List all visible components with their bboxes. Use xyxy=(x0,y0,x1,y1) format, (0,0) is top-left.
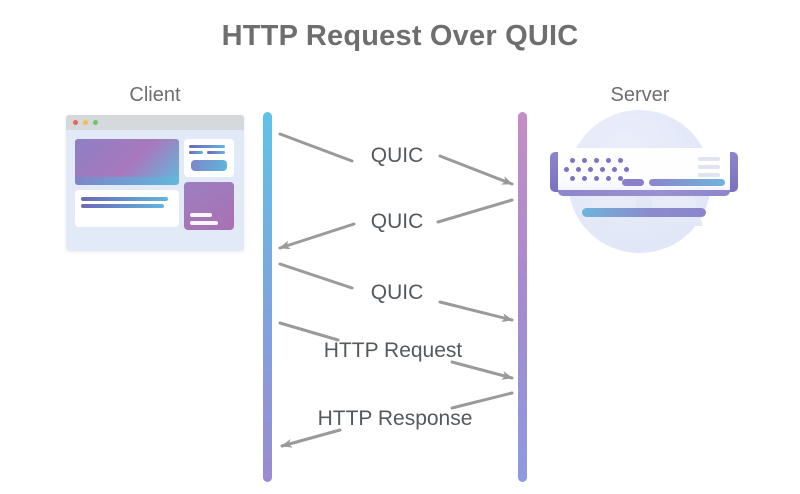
hero-block xyxy=(75,139,179,183)
side-card-top xyxy=(184,139,234,177)
server-body xyxy=(558,148,730,194)
server-base xyxy=(582,208,706,217)
message-label-2: QUIC xyxy=(370,210,424,233)
text-line xyxy=(81,197,168,201)
client-lifeline xyxy=(263,112,272,482)
server-status-bar xyxy=(622,179,644,186)
close-dot-icon xyxy=(73,120,78,125)
message-label-3: QUIC xyxy=(370,281,424,304)
text-line xyxy=(81,204,164,208)
mini-button xyxy=(191,160,227,171)
client-label: Client xyxy=(129,84,181,106)
message-label-1: QUIC xyxy=(370,144,424,167)
server-unit xyxy=(550,148,738,196)
server-label: Server xyxy=(610,84,670,106)
browser-frame xyxy=(66,115,244,251)
server-neck xyxy=(636,196,652,210)
text-line xyxy=(190,213,212,217)
text-line xyxy=(189,151,203,154)
server-status-bar xyxy=(649,179,725,186)
text-line xyxy=(189,145,225,148)
text-line xyxy=(190,221,218,225)
content-card xyxy=(75,190,179,227)
side-card-bottom xyxy=(184,182,234,230)
browser-body xyxy=(66,130,244,251)
server-bottom-edge xyxy=(558,190,730,196)
page-title: HTTP Request Over QUIC xyxy=(221,20,579,52)
server-slot xyxy=(698,157,720,161)
browser-titlebar xyxy=(66,115,244,130)
server-slot xyxy=(698,165,720,169)
browser-window-icon xyxy=(66,115,244,251)
message-label-4: HTTP Request xyxy=(323,339,463,362)
server-lifeline xyxy=(518,112,527,482)
server-rack-icon xyxy=(550,110,738,255)
server-slot xyxy=(698,173,720,177)
hero-strip xyxy=(75,177,179,185)
text-line xyxy=(207,151,225,154)
maximize-dot-icon xyxy=(93,120,98,125)
minimize-dot-icon xyxy=(83,120,88,125)
message-label-5: HTTP Response xyxy=(317,407,473,430)
